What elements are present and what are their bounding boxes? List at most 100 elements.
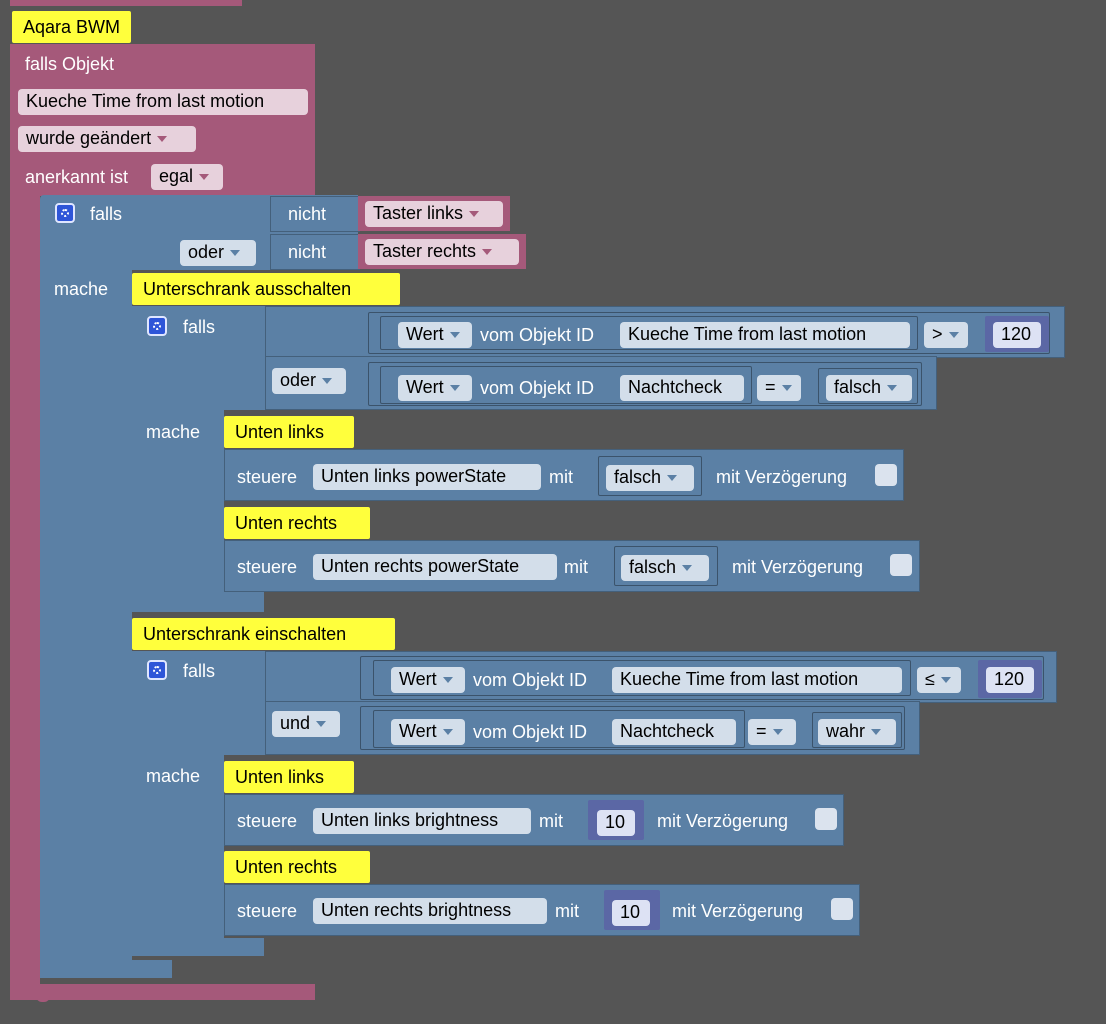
- falls-objekt-label: falls Objekt: [25, 54, 115, 74]
- mit-label-3: mit: [539, 811, 563, 831]
- comment-unten-links-1[interactable]: Unten links: [224, 416, 354, 448]
- compare-block-1[interactable]: [368, 312, 1050, 354]
- negate-label-2: nicht: [288, 242, 327, 262]
- delay-checkbox-3[interactable]: [815, 808, 837, 830]
- trigger-comment[interactable]: Aqara BWM: [12, 11, 132, 43]
- if-aus-or-block-row2: [265, 356, 937, 410]
- if-aus-bottom: [132, 592, 264, 612]
- value-block-ur-power[interactable]: [614, 546, 718, 586]
- if-aus-spine: [132, 405, 224, 605]
- steuere-label-2: steuere: [237, 557, 298, 577]
- object-id-field-1[interactable]: Kueche Time from last motion: [620, 322, 910, 348]
- target-field-ur-power[interactable]: Unten rechts powerState: [313, 554, 557, 580]
- trigger-block-foot: [36, 996, 50, 1002]
- chevron-down-icon: [449, 385, 460, 392]
- mit-label-4: mit: [555, 901, 579, 921]
- trigger-block-top-stub: [10, 0, 242, 6]
- bool-dropdown-wahr[interactable]: wahr: [818, 719, 896, 745]
- chevron-down-icon: [948, 332, 959, 339]
- ack-dropdown[interactable]: egal: [151, 164, 223, 190]
- number-field-1[interactable]: 120: [993, 322, 1041, 348]
- bool-dropdown-falsch[interactable]: falsch: [826, 375, 912, 401]
- delay-label-2: mit Verzögerung: [732, 557, 864, 577]
- value-dropdown-ur-power[interactable]: falsch: [621, 555, 709, 581]
- comment-unten-rechts-1[interactable]: Unten rechts: [224, 507, 370, 539]
- outer-if-bottom: [40, 960, 172, 978]
- value-block-ul-power[interactable]: [598, 456, 702, 496]
- target-field-ul-power[interactable]: Unten links powerState: [313, 464, 541, 490]
- chevron-down-icon: [482, 249, 493, 256]
- get-value-block-1[interactable]: [380, 316, 918, 350]
- gear-icon[interactable]: [147, 660, 167, 680]
- steuere-label-4: steuere: [237, 901, 298, 921]
- if-ein-falls-label: falls: [183, 661, 216, 681]
- steuere-label-1: steuere: [237, 467, 298, 487]
- operator-dropdown-3[interactable]: ≤: [917, 667, 961, 693]
- object-id-field-4[interactable]: Nachtcheck: [612, 719, 736, 745]
- chevron-down-icon: [469, 211, 480, 218]
- chevron-down-icon: [442, 677, 453, 684]
- number-field-ur-bright[interactable]: 10: [612, 900, 650, 926]
- target-field-ul-bright[interactable]: Unten links brightness: [313, 808, 531, 834]
- wert-dropdown-3[interactable]: Wert: [391, 667, 465, 693]
- target-field-ur-bright[interactable]: Unten rechts brightness: [313, 898, 547, 924]
- if-aus-falls-label: falls: [183, 317, 216, 337]
- chevron-down-icon: [157, 136, 168, 143]
- get-value-block-4[interactable]: [373, 710, 745, 748]
- gear-icon[interactable]: [55, 203, 75, 223]
- wert-dropdown-1[interactable]: Wert: [398, 322, 472, 348]
- trigger-block-bottom: [10, 984, 315, 1000]
- mit-label-1: mit: [549, 467, 573, 487]
- chevron-down-icon: [781, 385, 792, 392]
- taster-links-dropdown[interactable]: Taster links: [365, 201, 503, 227]
- delay-checkbox-2[interactable]: [890, 554, 912, 576]
- compare-block-3[interactable]: [360, 656, 1044, 700]
- if-aus-or-dropdown[interactable]: oder: [272, 368, 346, 394]
- comment-unterschrank-aus[interactable]: Unterschrank ausschalten: [132, 273, 400, 305]
- comment-unterschrank-ein[interactable]: Unterschrank einschalten: [132, 618, 395, 650]
- comment-unten-links-2[interactable]: Unten links: [224, 761, 354, 793]
- chevron-down-icon: [871, 729, 882, 736]
- taster-rechts-dropdown[interactable]: Taster rechts: [365, 239, 519, 265]
- if-ein-and-dropdown[interactable]: und: [272, 711, 340, 737]
- chevron-down-icon: [316, 721, 327, 728]
- chevron-down-icon: [199, 174, 210, 181]
- comment-unten-rechts-2[interactable]: Unten rechts: [224, 851, 370, 883]
- object-id-field-2[interactable]: Nachtcheck: [620, 375, 744, 401]
- negate-block-2[interactable]: [270, 234, 360, 270]
- bool-block-wahr[interactable]: [812, 712, 902, 748]
- value-dropdown-ul-power[interactable]: falsch: [606, 465, 694, 491]
- outer-or-dropdown[interactable]: oder: [180, 240, 256, 266]
- bool-block-falsch[interactable]: [818, 368, 918, 404]
- chevron-down-icon: [449, 332, 460, 339]
- chevron-down-icon: [940, 677, 951, 684]
- chevron-down-icon: [682, 565, 693, 572]
- get-value-block-2[interactable]: [380, 366, 752, 404]
- change-type-dropdown[interactable]: wurde geändert: [18, 126, 196, 152]
- if-ein-spine: [132, 750, 224, 950]
- wert-dropdown-2[interactable]: Wert: [398, 375, 472, 401]
- object-id-field-3[interactable]: Kueche Time from last motion: [612, 667, 902, 693]
- delay-checkbox-4[interactable]: [831, 898, 853, 920]
- operator-dropdown-2[interactable]: =: [757, 375, 801, 401]
- mit-label-2: mit: [564, 557, 588, 577]
- wert-dropdown-4[interactable]: Wert: [391, 719, 465, 745]
- vom-objekt-label-4: vom Objekt ID: [473, 722, 588, 742]
- compare-block-4[interactable]: [360, 706, 905, 750]
- vom-objekt-label-3: vom Objekt ID: [473, 670, 588, 690]
- operator-dropdown-1[interactable]: >: [924, 322, 968, 348]
- delay-label-1: mit Verzögerung: [716, 467, 848, 487]
- negate-block-1[interactable]: [270, 196, 360, 232]
- number-field-3[interactable]: 120: [986, 667, 1034, 693]
- chevron-down-icon: [442, 729, 453, 736]
- compare-block-2[interactable]: [368, 362, 922, 406]
- get-value-block-3[interactable]: [373, 660, 911, 696]
- chevron-down-icon: [772, 729, 783, 736]
- number-field-ul-bright[interactable]: 10: [597, 810, 635, 836]
- operator-dropdown-4[interactable]: =: [748, 719, 796, 745]
- vom-objekt-label-2: vom Objekt ID: [480, 378, 595, 398]
- object-id-field[interactable]: Kueche Time from last motion: [18, 89, 308, 115]
- steuere-label-3: steuere: [237, 811, 298, 831]
- gear-icon[interactable]: [147, 316, 167, 336]
- delay-checkbox-1[interactable]: [875, 464, 897, 486]
